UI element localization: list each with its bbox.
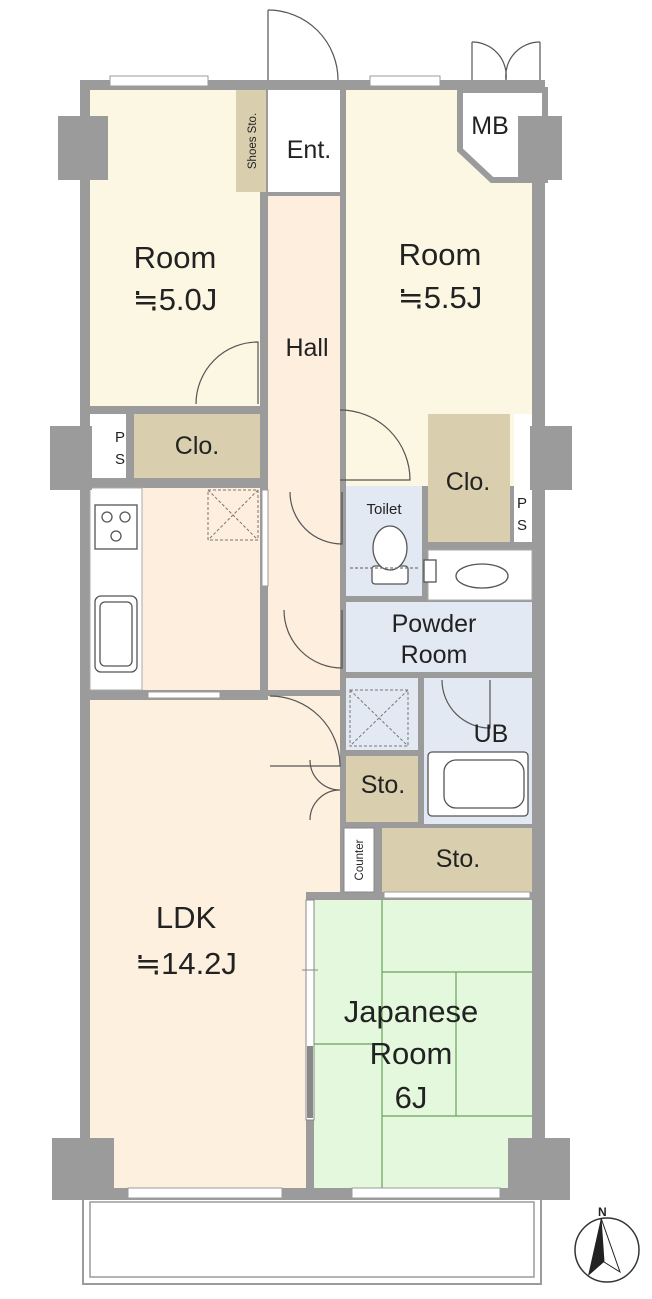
ldk-name: LDK (156, 900, 217, 935)
kitchen-sink (94, 595, 138, 673)
counter-floor (343, 827, 375, 893)
windows (109, 75, 531, 1199)
sto-large-floor (382, 828, 532, 892)
washer-space (349, 689, 409, 747)
room-west-floor (90, 90, 260, 406)
ldk-nook-floor (268, 696, 340, 892)
hall-floor (268, 196, 340, 690)
stove (94, 504, 138, 550)
shoes-storage-floor (236, 90, 266, 192)
japanese-room-line2: Room (370, 1036, 453, 1071)
counter-label: Counter (354, 839, 366, 880)
ps-east-s: S (517, 517, 527, 534)
compass: N (574, 1205, 640, 1283)
mb-label: MB (471, 112, 509, 140)
washbasin (423, 559, 509, 589)
ps-west-p: P (115, 429, 125, 446)
powder-room-line2: Room (401, 641, 468, 669)
shoes-storage-label: Shoes Sto. (247, 113, 259, 169)
ub-label: UB (474, 720, 509, 748)
entrance-floor (268, 90, 340, 192)
compass-label: N (598, 1205, 607, 1219)
ps-west-s: S (115, 451, 125, 468)
sliding-partition (302, 899, 318, 1121)
hall-label: Hall (285, 334, 328, 362)
room-east-name: Room (399, 237, 482, 272)
japanese-room-line3: 6J (395, 1080, 428, 1115)
room-west-name: Room (134, 240, 217, 275)
fridge-space (207, 489, 259, 541)
closet-west-label: Clo. (175, 432, 219, 460)
toilet-label: Toilet (366, 501, 402, 518)
bathtub (427, 751, 529, 817)
tatami-pattern (314, 900, 532, 1188)
sto-large-label: Sto. (436, 845, 480, 873)
sto-small-label: Sto. (361, 771, 405, 799)
room-east-size: ≒5.5J (398, 280, 483, 315)
powder-room-line1: Powder (392, 610, 477, 638)
structural-columns (50, 116, 572, 1200)
closet-west-floor (134, 414, 260, 478)
interior-doors (195, 341, 491, 821)
ps-west-floor (90, 414, 126, 478)
balcony (82, 1197, 542, 1285)
sto-small-floor (346, 756, 418, 822)
kitchen-counter (89, 487, 143, 691)
japanese-room-line1: Japanese (344, 994, 478, 1029)
entrance-door[interactable] (267, 9, 339, 81)
north-arrow-icon (588, 1218, 604, 1276)
closet-east-floor (428, 414, 510, 542)
ldk-size: ≒14.2J (135, 946, 237, 981)
mb-door (471, 41, 541, 81)
ps-east-p: P (517, 495, 527, 512)
toilet-fixture (350, 525, 418, 585)
powder-room-floor (346, 602, 532, 672)
closet-east-label: Clo. (446, 468, 490, 496)
vanity-floor (427, 549, 533, 601)
entrance-label: Ent. (287, 136, 331, 164)
room-west-size: ≒5.0J (133, 282, 218, 317)
ps-east-floor (514, 414, 532, 542)
